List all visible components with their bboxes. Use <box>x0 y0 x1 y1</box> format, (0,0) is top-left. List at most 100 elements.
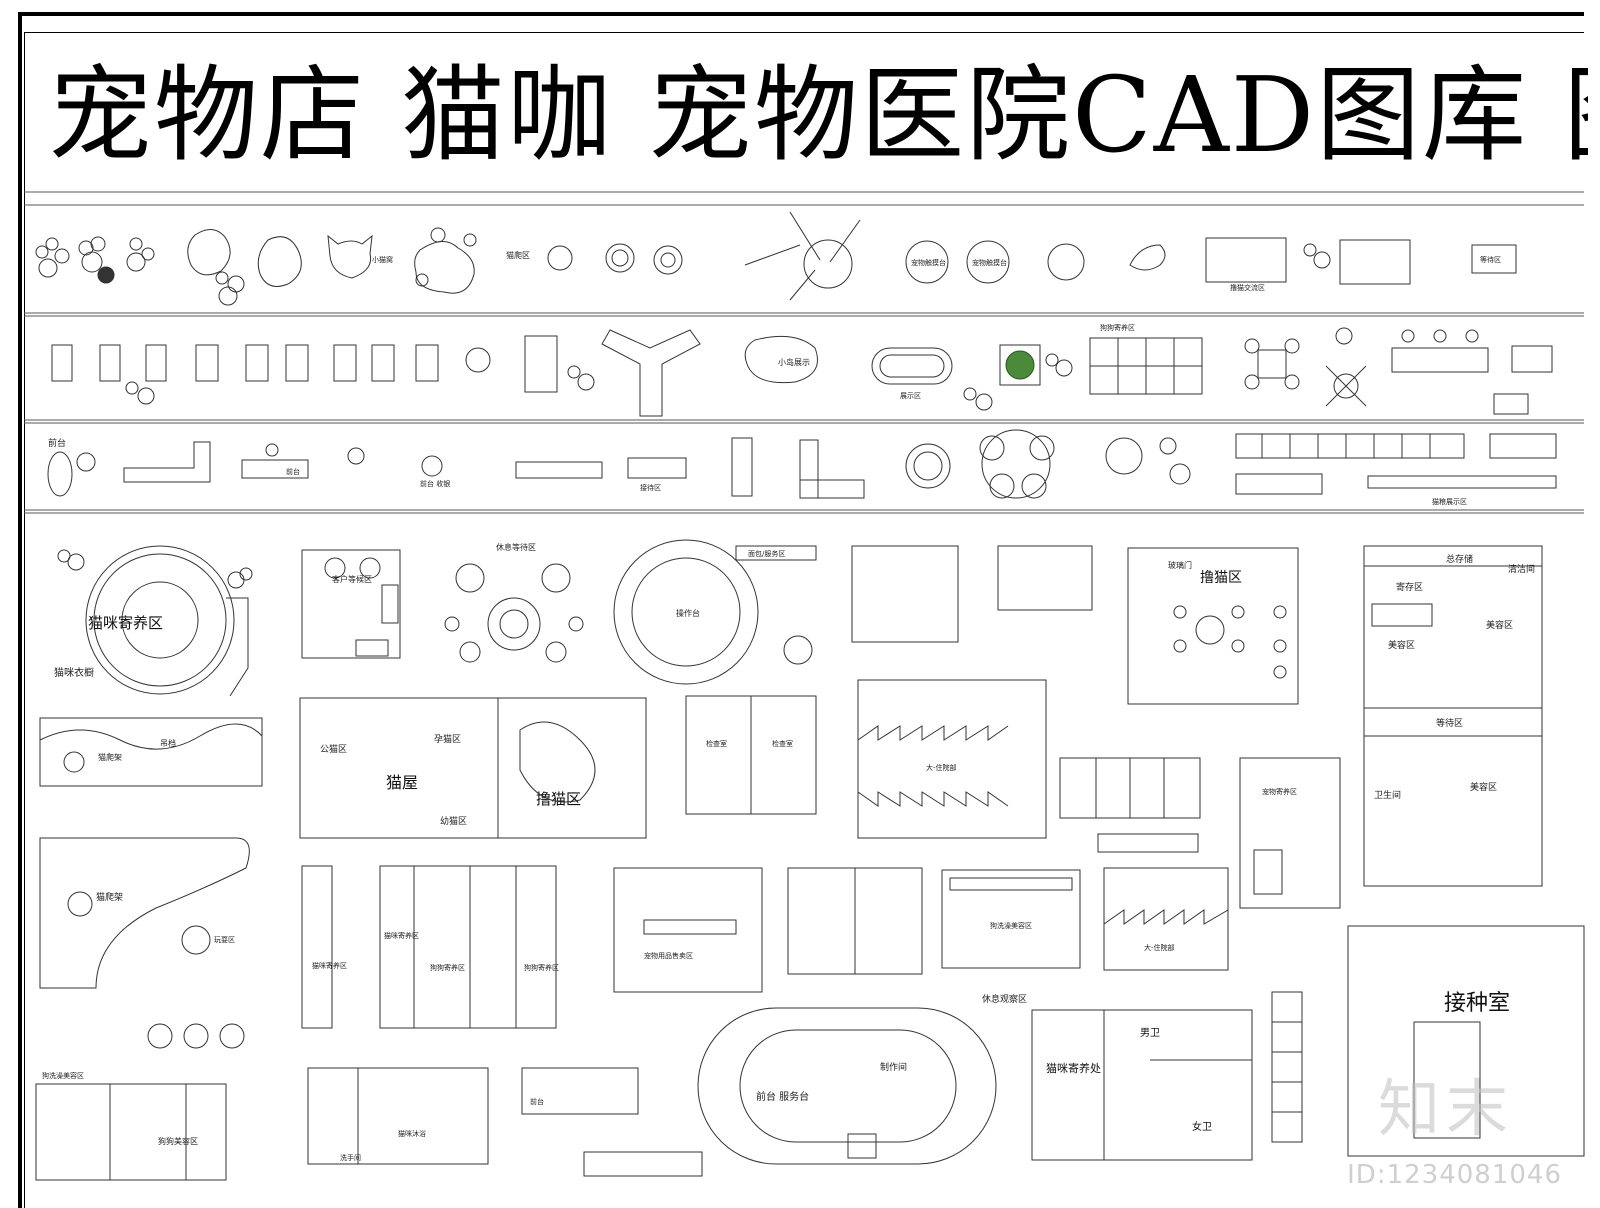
svg-text:美容区: 美容区 <box>1486 619 1513 631</box>
svg-text:撸猫交流区: 撸猫交流区 <box>1230 283 1265 292</box>
svg-text:撸猫区: 撸猫区 <box>1200 570 1242 586</box>
paw-print-icon <box>1303 243 1331 269</box>
sofa-block-icon <box>1339 239 1411 285</box>
svg-text:狗狗寄养区: 狗狗寄养区 <box>1100 323 1135 332</box>
lounge-chair-icon <box>1105 437 1143 475</box>
row1-blocks: 小猫窝 猫爬区 宠物触摸台 宠物触摸台 撸猫交流区 等待区 <box>35 211 1517 306</box>
svg-text:宠物用品售卖区: 宠物用品售卖区 <box>644 951 693 960</box>
svg-text:小岛展示: 小岛展示 <box>778 357 810 367</box>
round-service-plan: 操作台 面包/服务区 <box>613 539 817 685</box>
label-reception: 前台 <box>48 437 66 449</box>
svg-text:美容区: 美容区 <box>1470 781 1497 793</box>
svg-text:休息等待区: 休息等待区 <box>496 542 536 552</box>
svg-text:大-住院部: 大-住院部 <box>926 763 957 772</box>
paw-print-icon <box>35 237 70 278</box>
paw-print-icon <box>1045 353 1073 377</box>
svg-text:猫咪寄养区: 猫咪寄养区 <box>384 931 419 940</box>
svg-text:休息观察区: 休息观察区 <box>982 993 1027 1005</box>
cat-shelf-plan: 猫爬架 吊档 <box>39 717 263 787</box>
svg-text:猫咪寄养区: 猫咪寄养区 <box>88 614 163 632</box>
svg-text:猫爬架: 猫爬架 <box>98 752 122 762</box>
bench-icon <box>731 437 753 497</box>
svg-text:操作台: 操作台 <box>676 608 700 618</box>
paw-print-icon <box>215 271 245 306</box>
toilet-stalls-plan <box>1271 991 1303 1143</box>
svg-text:狗狗寄养区: 狗狗寄养区 <box>430 963 465 972</box>
supplies-plan: 宠物用品售卖区 <box>613 867 763 993</box>
dog-grooming-plan: 狗洗澡美容区 狗狗美容区 <box>35 1071 227 1181</box>
display-table-icon <box>871 347 953 385</box>
check-room-plan: 检查室 检查室 <box>685 695 817 815</box>
paw-print-icon <box>57 549 253 589</box>
svg-text:检查室: 检查室 <box>706 739 727 748</box>
cashier-counter-icon <box>515 461 603 479</box>
svg-text:前台: 前台 <box>286 467 300 476</box>
y-shaped-counter-icon <box>601 329 701 417</box>
svg-text:狗狗寄养区: 狗狗寄养区 <box>524 963 559 972</box>
svg-text:宠物寄养区: 宠物寄养区 <box>1262 787 1297 796</box>
svg-text:客户等候区: 客户等候区 <box>332 574 372 584</box>
svg-text:卫生间: 卫生间 <box>1374 789 1401 801</box>
cat-bed-icon <box>187 229 231 276</box>
bath-room-plan: 洗手间 猫咪沐浴 <box>307 1067 489 1165</box>
svg-text:展示区: 展示区 <box>900 392 921 400</box>
cage-icon <box>51 344 73 382</box>
brand-logo: 知末 <box>1378 1072 1515 1145</box>
cat-boarding-plan: 猫咪寄养区 猫咪衣橱 <box>54 545 253 697</box>
svg-text:前台 服务台: 前台 服务台 <box>756 1090 809 1103</box>
svg-text:狗洗澡美容区: 狗洗澡美容区 <box>990 921 1032 930</box>
section-dividers <box>24 191 1584 514</box>
svg-text:洗手间: 洗手间 <box>340 1153 361 1162</box>
svg-text:美容区: 美容区 <box>1388 639 1415 651</box>
svg-text:狗洗澡美容区: 狗洗澡美容区 <box>42 1071 84 1080</box>
svg-text:猫咪寄养处: 猫咪寄养处 <box>1046 1061 1101 1075</box>
cage-strip-icon <box>1235 433 1465 459</box>
pet-boarding-plan: 宠物寄养区 <box>1239 757 1341 909</box>
l-shaped-counter-icon <box>123 441 211 483</box>
long-table-icon <box>1391 347 1489 373</box>
svg-text:总存储: 总存储 <box>1446 553 1473 565</box>
svg-text:猫屋: 猫屋 <box>386 773 418 792</box>
small-table-icon <box>1493 393 1529 415</box>
island-display-icon <box>744 335 818 384</box>
svg-text:撸猫区: 撸猫区 <box>536 790 581 808</box>
svg-text:男卫: 男卫 <box>1140 1027 1160 1039</box>
dog-wash-plan: 狗洗澡美容区 <box>941 869 1081 969</box>
rest-waiting-plan: 休息等待区 <box>444 542 584 663</box>
svg-text:幼猫区: 幼猫区 <box>440 815 467 827</box>
row3-blocks: 前台 前台 前台 收银 接待区 猫粮展示区 <box>47 429 1557 506</box>
paw-print-icon <box>125 381 155 405</box>
svg-text:接待区: 接待区 <box>640 483 661 492</box>
svg-text:小猫窝: 小猫窝 <box>372 255 393 264</box>
paw-print-icon <box>963 387 993 411</box>
dog-kennel-plan: 大-住院部 <box>857 679 1047 839</box>
pet-table-icon <box>1047 243 1085 281</box>
svg-text:宠物触摸台: 宠物触摸台 <box>911 258 946 267</box>
cat-island-icon <box>414 241 475 294</box>
cabinet-icon <box>524 335 558 393</box>
room-plan-2 <box>997 545 1093 611</box>
floor-plans: 猫咪寄养区 猫咪衣橱 客户等候区 休息等待区 操作台 面包/服务区 <box>35 539 1585 1181</box>
cat-house-plan: 猫屋 公猫区 孕猫区 幼猫区 撸猫区 <box>299 697 647 839</box>
restroom-plan: 猫咪寄养处 男卫 女卫 <box>1031 1009 1253 1161</box>
vaccination-room-plan: 接种室 <box>1347 925 1585 1157</box>
cat-climb-plan: 猫爬架 玩耍区 <box>39 837 250 1049</box>
svg-text:猫爬架: 猫爬架 <box>96 891 123 903</box>
round-table-icon <box>547 245 573 271</box>
dog-icon <box>1129 244 1166 271</box>
svg-text:猫咪衣橱: 猫咪衣橱 <box>54 666 94 679</box>
dining-set-icon <box>1244 338 1300 390</box>
paw-print-icon <box>78 236 106 273</box>
svg-text:检查室: 检查室 <box>772 739 793 748</box>
round-dining-icon <box>1325 327 1367 407</box>
svg-text:玩耍区: 玩耍区 <box>214 936 235 944</box>
svg-text:大-住院部: 大-住院部 <box>1144 943 1175 952</box>
svg-text:清洁间: 清洁间 <box>1508 563 1535 575</box>
boarding-columns-plan: 猫咪寄养区 猫咪寄养区 狗狗寄养区 狗狗寄养区 <box>301 865 559 1029</box>
ward-plan: 大-住院部 <box>1103 867 1229 971</box>
reception-counter-icon <box>241 459 309 479</box>
ball-icon <box>97 266 115 284</box>
svg-text:面包/服务区: 面包/服务区 <box>748 549 785 558</box>
food-display-icon <box>1367 475 1557 489</box>
